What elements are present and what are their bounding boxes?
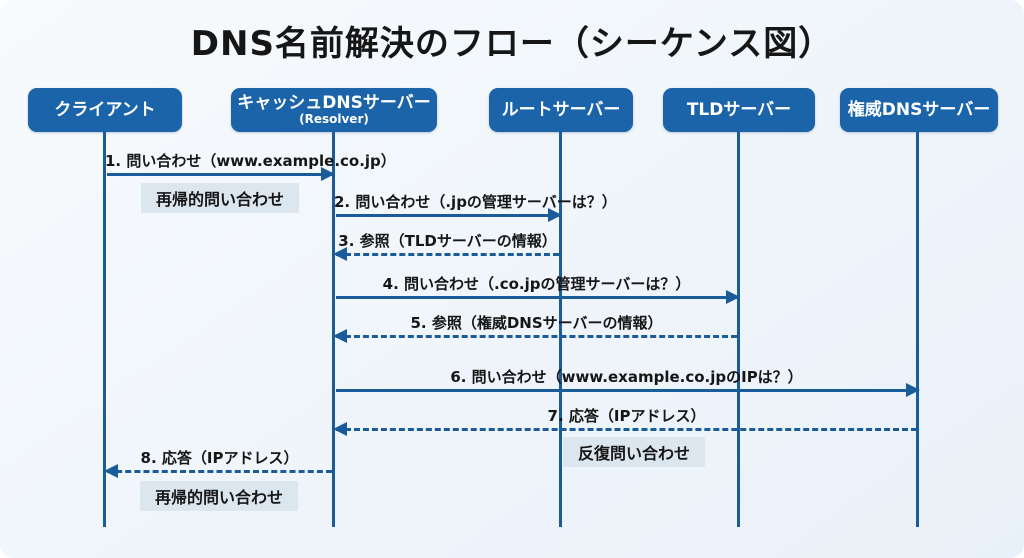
arrow-head-left-icon xyxy=(333,247,347,261)
actor-box-client: クライアント xyxy=(28,88,182,132)
note-iterative-query: 反復問い合わせ xyxy=(562,437,706,467)
actor-label: TLDサーバー xyxy=(686,99,792,120)
arrow-head-right-icon xyxy=(726,290,740,304)
message-label: 4. 問い合わせ（.co.jpの管理サーバーは？） xyxy=(382,275,691,293)
message-label: 6. 問い合わせ（www.example.co.jpのIPは？） xyxy=(450,368,803,386)
message-label: 5. 参照（権威DNSサーバーの情報） xyxy=(410,314,663,332)
message-1-query: 1. 問い合わせ（www.example.co.jp） xyxy=(105,152,396,181)
note-recursive-query-top: 再帰的問い合わせ xyxy=(140,183,300,213)
actor-label: クライアント xyxy=(54,99,156,120)
lifeline-tld-server xyxy=(737,132,740,527)
message-label: 8. 応答（IPアドレス） xyxy=(140,449,299,467)
actor-box-authoritative-dns-server: 権威DNSサーバー xyxy=(840,88,998,132)
actor-label: キャッシュDNSサーバー xyxy=(237,93,431,114)
arrow-line xyxy=(336,296,737,299)
actor-sublabel: (Resolver) xyxy=(299,111,369,126)
actor-box-cache-dns-server: キャッシュDNSサーバー (Resolver) xyxy=(231,88,437,132)
arrow-line xyxy=(336,253,559,256)
page-title: DNS名前解決のフロー（シーケンス図） xyxy=(190,24,834,64)
arrow-head-left-icon xyxy=(333,422,347,436)
arrow-line xyxy=(336,214,559,217)
actor-label: ルートサーバー xyxy=(501,99,621,120)
message-label: 7. 応答（IPアドレス） xyxy=(547,407,706,425)
message-6-query: 6. 問い合わせ（www.example.co.jpのIPは？） xyxy=(334,368,920,397)
note-recursive-query-bottom: 再帰的問い合わせ xyxy=(139,481,299,511)
message-8-response: 8. 応答（IPアドレス） xyxy=(104,449,334,478)
arrow-head-left-icon xyxy=(333,329,347,343)
message-label: 2. 問い合わせ（.jpの管理サーバーは？） xyxy=(334,193,617,211)
arrow-line xyxy=(107,470,332,473)
arrow-line xyxy=(336,389,917,392)
arrow-head-left-icon xyxy=(104,464,118,478)
lifeline-client xyxy=(103,132,106,527)
arrow-head-right-icon xyxy=(548,208,562,222)
arrow-line xyxy=(336,428,917,431)
message-5-referral: 5. 参照（権威DNSサーバーの情報） xyxy=(333,314,739,343)
message-label: 1. 問い合わせ（www.example.co.jp） xyxy=(105,152,396,170)
message-label: 3. 参照（TLDサーバーの情報） xyxy=(338,232,557,250)
actor-box-tld-server: TLDサーバー xyxy=(663,88,815,132)
actor-label: 権威DNSサーバー xyxy=(847,99,991,120)
lifeline-authoritative-dns-server xyxy=(916,132,919,527)
message-4-query: 4. 問い合わせ（.co.jpの管理サーバーは？） xyxy=(334,275,740,304)
arrow-line xyxy=(336,335,737,338)
message-2-query: 2. 問い合わせ（.jpの管理サーバーは？） xyxy=(334,193,617,222)
message-7-response: 7. 応答（IPアドレス） xyxy=(333,407,919,436)
lifeline-root-server xyxy=(559,132,562,527)
message-3-referral: 3. 参照（TLDサーバーの情報） xyxy=(333,232,561,261)
arrow-line xyxy=(107,173,332,176)
arrow-head-right-icon xyxy=(906,383,920,397)
arrow-head-right-icon xyxy=(321,167,335,181)
actor-box-root-server: ルートサーバー xyxy=(489,88,633,132)
